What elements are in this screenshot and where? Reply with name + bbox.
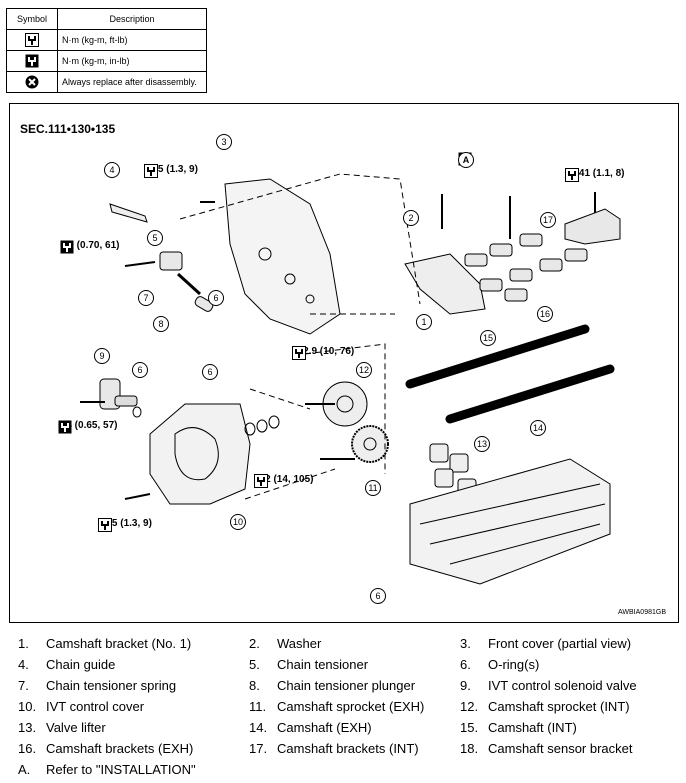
list-item: 8.Chain tensioner plunger bbox=[249, 678, 416, 693]
camshaft-int-drawing bbox=[405, 324, 590, 389]
torque-ft-lb-icon bbox=[292, 346, 306, 360]
torque-in-lb-icon bbox=[25, 54, 39, 68]
list-item: A.Refer to "INSTALLATION" bbox=[18, 762, 196, 777]
list-item: 1.Camshaft bracket (No. 1) bbox=[18, 636, 192, 651]
callout-6a: 6 bbox=[208, 290, 224, 306]
callout-9: 9 bbox=[94, 348, 110, 364]
list-item: 13.Valve lifter bbox=[18, 720, 106, 735]
torque-label-142: 142 (14, 105) bbox=[254, 474, 314, 488]
torque-in-lb-icon bbox=[60, 240, 74, 254]
legend-row-2-text: N·m (kg-m, in-lb) bbox=[57, 50, 207, 72]
list-item: 16.Camshaft brackets (EXH) bbox=[18, 741, 194, 756]
exploded-diagram-drawing bbox=[80, 173, 621, 585]
cylinder-head-drawing bbox=[409, 458, 611, 585]
list-item: 12.Camshaft sprocket (INT) bbox=[460, 699, 630, 714]
callout-3: 3 bbox=[216, 134, 232, 150]
torque-value: 142 (14, 105) bbox=[254, 474, 314, 485]
camshaft-sensor-bracket-drawing bbox=[564, 208, 621, 245]
callout-7: 7 bbox=[138, 290, 154, 306]
ref-a-label: A bbox=[458, 152, 474, 168]
list-item: 9.IVT control solenoid valve bbox=[460, 678, 637, 693]
list-item: 11.Camshaft sprocket (EXH) bbox=[249, 699, 425, 714]
front-cover-drawing bbox=[224, 178, 341, 335]
list-item: 15.Camshaft (INT) bbox=[460, 720, 577, 735]
callout-12: 12 bbox=[356, 362, 372, 378]
torque-value: 6.4 (0.65, 57) bbox=[58, 420, 118, 431]
torque-in-lb-icon bbox=[58, 420, 72, 434]
callout-6c: 6 bbox=[202, 364, 218, 380]
torque-label-10-41: 10.41 (1.1, 8) bbox=[565, 168, 625, 182]
list-item: 3.Front cover (partial view) bbox=[460, 636, 632, 651]
callout-17: 17 bbox=[540, 212, 556, 228]
torque-label-6-9: 6.9 (0.70, 61) bbox=[60, 240, 120, 254]
callout-13: 13 bbox=[474, 436, 490, 452]
always-replace-icon bbox=[25, 75, 39, 89]
callout-1: 1 bbox=[416, 314, 432, 330]
callout-2: 2 bbox=[403, 210, 419, 226]
tensioner-plunger-drawing bbox=[194, 296, 214, 312]
torque-value: 6.9 (0.70, 61) bbox=[60, 240, 120, 251]
symbol-legend-table: Symbol Description N·m (kg-m, ft-lb) N·m… bbox=[6, 8, 207, 93]
legend-row-3-text: Always replace after disassembly. bbox=[57, 71, 207, 93]
list-item: 5.Chain tensioner bbox=[249, 657, 369, 672]
chain-guide-drawing bbox=[109, 203, 148, 223]
torque-ft-lb-icon bbox=[25, 33, 39, 47]
valve-lifter-drawing bbox=[429, 443, 449, 463]
torque-ft-lb-icon bbox=[254, 474, 268, 488]
callout-6d: 6 bbox=[370, 588, 386, 604]
torque-label-12-5-bottom: 12.5 (1.3, 9) bbox=[98, 518, 152, 532]
callout-11: 11 bbox=[365, 480, 381, 496]
torque-label-6-4: 6.4 (0.65, 57) bbox=[58, 420, 118, 434]
chain-tensioner-drawing bbox=[159, 251, 183, 271]
torque-value: 102.9 (10, 76) bbox=[292, 346, 355, 357]
camshaft-exh-drawing bbox=[445, 364, 615, 424]
legend-row-1-text: N·m (kg-m, ft-lb) bbox=[57, 29, 207, 51]
callout-10: 10 bbox=[230, 514, 246, 530]
callout-8: 8 bbox=[153, 316, 169, 332]
list-item: 4.Chain guide bbox=[18, 657, 116, 672]
torque-ft-lb-icon bbox=[565, 168, 579, 182]
camshaft-bracket-no1-drawing bbox=[404, 253, 486, 315]
list-item: 18.Camshaft sensor bracket bbox=[460, 741, 633, 756]
torque-value: 12.5 (1.3, 9) bbox=[98, 518, 152, 529]
torque-value: 12.5 (1.3, 9) bbox=[144, 164, 198, 175]
callout-6b: 6 bbox=[132, 362, 148, 378]
list-item: 7.Chain tensioner spring bbox=[18, 678, 177, 693]
exploded-diagram-frame: SEC.111•130•135 bbox=[9, 103, 679, 623]
ref-a-circle: A bbox=[458, 152, 474, 168]
legend-header-symbol: Symbol bbox=[6, 8, 58, 30]
callout-14: 14 bbox=[530, 420, 546, 436]
torque-label-12-5-top: 12.5 (1.3, 9) bbox=[144, 164, 198, 178]
section-title: SEC.111•130•135 bbox=[20, 122, 116, 136]
list-item: 10.IVT control cover bbox=[18, 699, 145, 714]
callout-15: 15 bbox=[480, 330, 496, 346]
list-item: 14.Camshaft (EXH) bbox=[249, 720, 372, 735]
camshaft-sprocket-exh-drawing bbox=[351, 425, 389, 463]
list-item: 6.O-ring(s) bbox=[460, 657, 540, 672]
ivt-cover-drawing bbox=[149, 403, 251, 505]
image-code: AWBIA0981GB bbox=[618, 609, 666, 616]
list-item: 2.Washer bbox=[249, 636, 322, 651]
torque-value: 10.41 (1.1, 8) bbox=[565, 168, 625, 179]
torque-label-102-9: 102.9 (10, 76) bbox=[292, 346, 355, 360]
callout-5: 5 bbox=[147, 230, 163, 246]
list-item: 17.Camshaft brackets (INT) bbox=[249, 741, 419, 756]
callout-4: 4 bbox=[104, 162, 120, 178]
torque-ft-lb-icon bbox=[98, 518, 112, 532]
torque-ft-lb-icon bbox=[144, 164, 158, 178]
legend-header-description: Description bbox=[57, 8, 207, 30]
callout-16: 16 bbox=[537, 306, 553, 322]
